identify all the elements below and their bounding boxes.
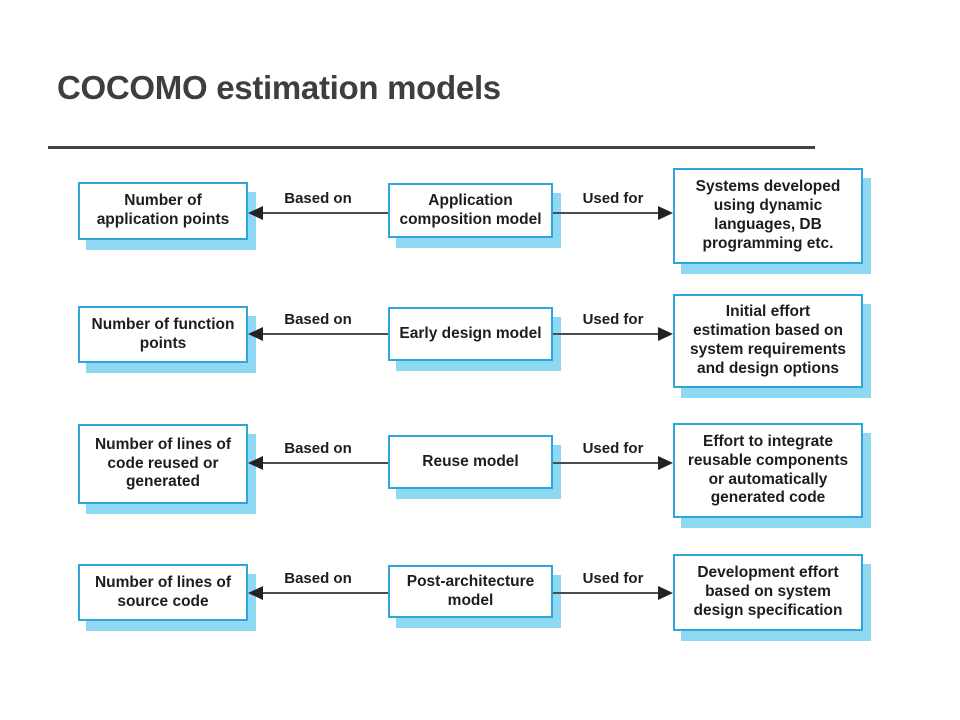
arrowhead-left-icon: [248, 586, 263, 600]
arrow-line: [261, 462, 388, 464]
box-initial-effort-estimation: Initial effort estimation based on syste…: [673, 294, 863, 388]
arrowhead-right-icon: [658, 327, 673, 341]
box-effort-to-integrate-reusable-components: Effort to integrate reusable components …: [673, 423, 863, 518]
used-for-connector-row3: Used for: [553, 438, 673, 470]
arrowhead-right-icon: [658, 586, 673, 600]
based-on-connector-row1: Based on: [248, 188, 388, 220]
arrow-line: [261, 592, 388, 594]
box-post-architecture-model: Post-architecture model: [388, 565, 553, 618]
based-on-label: Based on: [284, 570, 352, 587]
based-on-connector-row2: Based on: [248, 309, 388, 341]
used-for-connector-row4: Used for: [553, 568, 673, 600]
arrow-line: [553, 333, 660, 335]
title-underline: [48, 146, 815, 149]
box-number-of-lines-source-code: Number of lines of source code: [78, 564, 248, 621]
arrow-line: [553, 592, 660, 594]
box-number-of-lines-code-reused: Number of lines of code reused or genera…: [78, 424, 248, 504]
based-on-label: Based on: [284, 190, 352, 207]
used-for-label: Used for: [582, 570, 644, 587]
based-on-connector-row3: Based on: [248, 438, 388, 470]
box-reuse-model: Reuse model: [388, 435, 553, 489]
arrowhead-left-icon: [248, 456, 263, 470]
box-number-of-function-points: Number of function points: [78, 306, 248, 363]
arrowhead-right-icon: [658, 206, 673, 220]
box-early-design-model: Early design model: [388, 307, 553, 361]
box-number-of-application-points: Number of application points: [78, 182, 248, 240]
box-application-composition-model: Application composition model: [388, 183, 553, 238]
arrowhead-right-icon: [658, 456, 673, 470]
box-development-effort-design-specification: Development effort based on system desig…: [673, 554, 863, 631]
used-for-connector-row1: Used for: [553, 188, 673, 220]
arrow-line: [261, 333, 388, 335]
based-on-label: Based on: [284, 440, 352, 457]
used-for-label: Used for: [582, 190, 644, 207]
arrowhead-left-icon: [248, 327, 263, 341]
arrow-line: [553, 212, 660, 214]
arrowhead-left-icon: [248, 206, 263, 220]
used-for-label: Used for: [582, 440, 644, 457]
arrow-line: [261, 212, 388, 214]
used-for-connector-row2: Used for: [553, 309, 673, 341]
based-on-connector-row4: Based on: [248, 568, 388, 600]
based-on-label: Based on: [284, 311, 352, 328]
arrow-line: [553, 462, 660, 464]
used-for-label: Used for: [582, 311, 644, 328]
box-systems-developed-dynamic-languages: Systems developed using dynamic language…: [673, 168, 863, 264]
page-title: COCOMO estimation models: [57, 69, 501, 106]
